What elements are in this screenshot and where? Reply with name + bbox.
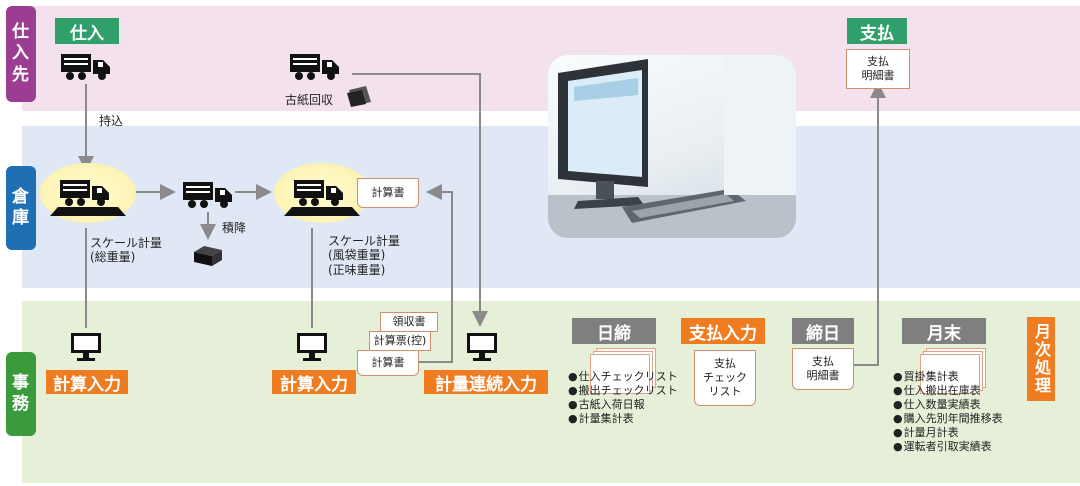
row-label-char: 倉 [12, 186, 30, 207]
list-item: 計量月計表 [893, 426, 1003, 440]
scale1-label: スケール計量 (総重量) [90, 236, 162, 265]
list-item: 買掛集計表 [893, 370, 1003, 384]
shimebi-meisai-doc: 支払 明細書 [792, 348, 854, 390]
scale2-line: (風袋重量) [328, 248, 386, 263]
keisan-nyuryoku-2: 計算入力 [272, 370, 356, 395]
doc-line: 明細書 [861, 69, 895, 82]
row-label-char: 入 [12, 43, 30, 64]
computer-photo [548, 55, 796, 238]
getsuji-shori-tag: 月次処理 [1027, 317, 1055, 401]
list-item: 購入先別年間推移表 [893, 412, 1003, 426]
shiharai-nyuryoku-tag: 支払入力 [681, 318, 765, 344]
row-label-char: 庫 [12, 208, 30, 228]
shiharai-check-list-doc: 支払 チェック リスト [694, 350, 756, 406]
shiharai-tag: 支払 [847, 18, 907, 44]
truck-icon [183, 182, 232, 208]
list-item: 運転者引取実績表 [893, 440, 1003, 454]
row-label-char: 先 [12, 64, 30, 85]
getsumatsu-tag: 月末 [902, 318, 986, 344]
list-item: 計量集計表 [568, 412, 678, 426]
list-item: 古紙入荷日報 [568, 398, 678, 412]
monitor-icon [467, 333, 497, 361]
truck-icon [290, 54, 339, 80]
row-label-char: 務 [12, 394, 30, 414]
mochikomi-label: 持込 [99, 114, 124, 128]
monitor-icon [71, 333, 101, 361]
keisan-nyuryoku-1: 計算入力 [46, 370, 128, 395]
keisansho-doc-2: 計算書 [357, 350, 419, 376]
arrow-to-shiharai [852, 82, 886, 366]
keisanhyo-doc: 計算票(控) [369, 331, 431, 351]
cargo-box-icon [194, 246, 222, 266]
doc-line: 支払 [714, 357, 736, 371]
row-label-warehouse: 倉 庫 [6, 166, 36, 250]
row-label-char: 事 [12, 372, 30, 393]
monitor-icon [297, 333, 327, 361]
list-item: 仕入搬出在庫表 [893, 384, 1003, 398]
list-item: 搬出チェックリスト [568, 384, 678, 398]
doc-line: リスト [708, 384, 742, 398]
ryoshusho-doc: 領収書 [380, 312, 438, 332]
tsumioroshi-label: 積降 [222, 221, 247, 235]
arrow-to-keisansho [418, 184, 453, 363]
keisansho-doc: 計算書 [357, 178, 419, 208]
paper-bundle-icon [347, 86, 371, 107]
shimebi-tag: 締日 [792, 318, 854, 344]
truck-on-scale-icon [50, 180, 126, 216]
scale1-line: スケール計量 [90, 236, 163, 250]
koshi-label: 古紙回収 [285, 93, 334, 107]
arrow-koshi-to-renzoku [352, 73, 488, 327]
keiryo-renzoku-nyuryoku: 計量連続入力 [424, 370, 548, 395]
scale2-label: スケール計量 (風袋重量) (正味重量) [328, 234, 400, 277]
doc-line: チェック [703, 371, 747, 385]
getsumatsu-list: 買掛集計表 仕入搬出在庫表 仕入数量実績表 購入先別年間推移表 計量月計表 運転… [893, 370, 1003, 454]
truck-icon [61, 54, 110, 80]
list-item: 仕入チェックリスト [568, 370, 678, 384]
nichijime-tag: 日締 [572, 318, 656, 344]
shiire-tag: 仕入 [55, 18, 119, 44]
doc-line: 明細書 [806, 369, 840, 382]
list-item: 仕入数量実績表 [893, 398, 1003, 412]
scale2-line: (正味重量) [328, 262, 386, 277]
scale2-line: スケール計量 [328, 234, 401, 248]
shiharai-meisai-doc: 支払明細書 [846, 49, 910, 89]
nichijime-list: 仕入チェックリスト 搬出チェックリスト 古紙入荷日報 計量集計表 [568, 370, 678, 426]
doc-line: 支払 [812, 355, 834, 369]
row-label-office: 事 務 [6, 352, 36, 436]
row-label-supplier: 仕 入 先 [6, 6, 36, 102]
row-label-char: 仕 [12, 22, 30, 43]
truck-on-scale-icon [284, 180, 360, 216]
doc-line: 支払 [867, 55, 889, 69]
scale1-line: (総重量) [90, 250, 136, 265]
